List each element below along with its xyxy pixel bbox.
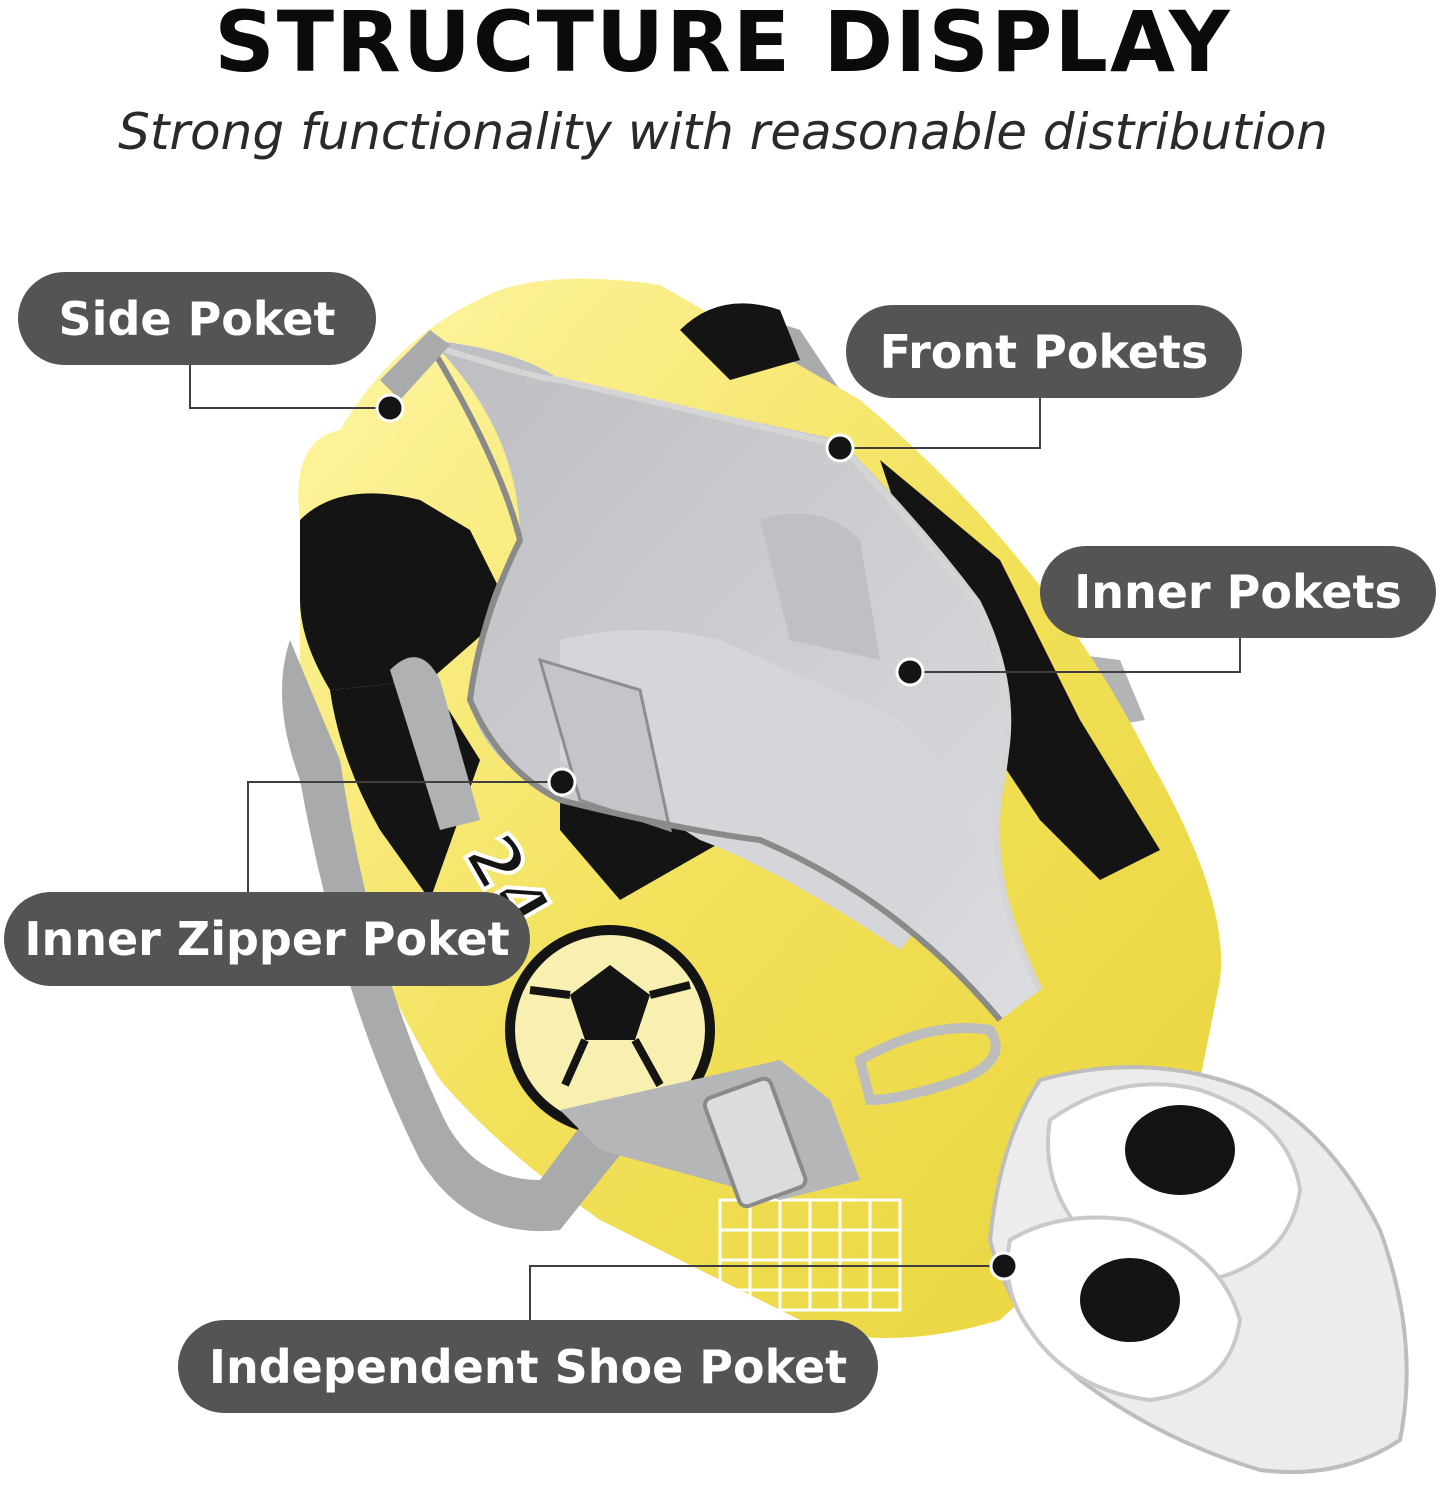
callout-front-pockets: Front Pokets <box>846 305 1242 398</box>
inner-pocket-panel <box>760 513 880 660</box>
goal-net-print <box>718 1198 902 1312</box>
marker-dot-shoe-pocket <box>989 1251 1019 1281</box>
main-zipper-edge <box>427 343 1003 1022</box>
leader-lines <box>189 365 1241 1320</box>
strap-buckle <box>702 1076 808 1209</box>
inner-compartment <box>560 630 980 950</box>
callout-inner-zipper-pocket: Inner Zipper Poket <box>4 892 530 986</box>
page-subtitle: Strong functionality with reasonable dis… <box>118 103 1328 161</box>
marker-dots <box>375 393 1019 1281</box>
callout-shoe-pocket: Independent Shoe Poket <box>178 1320 878 1413</box>
marker-dot-inner-pockets <box>895 657 925 687</box>
callout-side-pocket: Side Poket <box>18 272 376 365</box>
soccer-ball-print <box>505 925 715 1135</box>
page-title: STRUCTURE DISPLAY <box>214 0 1232 91</box>
end-strap-top <box>380 330 450 400</box>
leader-line-front-pockets <box>840 398 1041 449</box>
sneaker-2-opening <box>1080 1258 1180 1342</box>
callout-inner-pockets: Inner Pokets <box>1040 546 1436 638</box>
leader-line-inner-zipper-pocket <box>247 781 562 892</box>
strap-clip <box>854 1023 1001 1106</box>
sneaker-1-opening <box>1125 1105 1235 1195</box>
black-panel-top <box>680 303 800 380</box>
inner-zipper-pocket-panel <box>537 657 673 833</box>
handle-left <box>390 657 480 830</box>
marker-dot-inner-zipper-pocket <box>547 767 577 797</box>
leader-line-inner-pockets <box>910 638 1241 673</box>
leader-line-shoe-pocket <box>529 1265 1004 1320</box>
black-panel-left <box>300 493 510 690</box>
marker-dot-side-pocket <box>375 393 405 423</box>
main-zipper <box>429 342 1043 992</box>
leader-line-side-pocket <box>189 365 390 409</box>
marker-dot-front-pockets <box>825 433 855 463</box>
